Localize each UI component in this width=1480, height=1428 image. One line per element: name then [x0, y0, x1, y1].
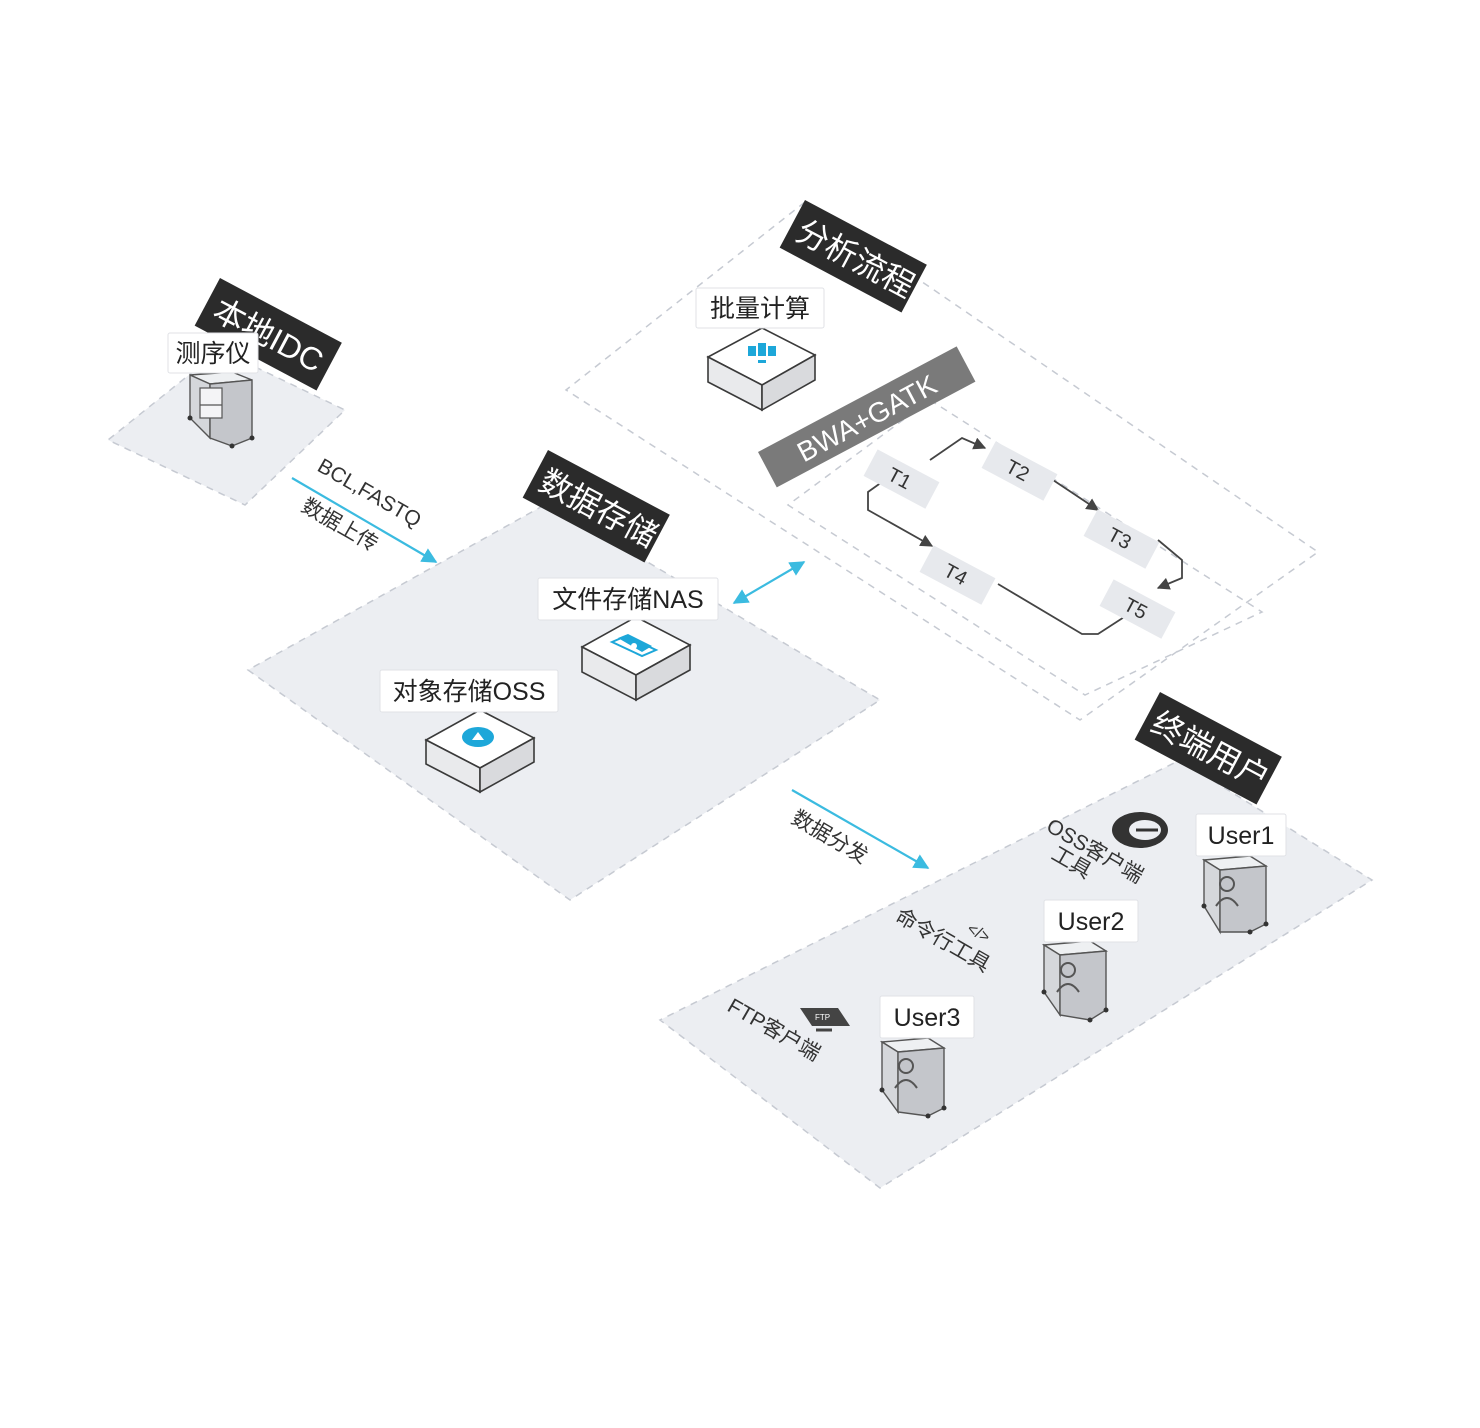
flow-t3-t5	[1156, 539, 1183, 590]
analysis-outline	[564, 201, 1320, 721]
task-t2: T2	[981, 441, 1058, 501]
label-user2: User2	[1043, 899, 1139, 943]
flow-t1-t2	[929, 436, 987, 461]
label-user1: User1	[1195, 813, 1287, 857]
pipeline-name-text: BWA+GATK	[792, 369, 942, 468]
distribute-arrow	[791, 789, 930, 869]
upload-arrow	[291, 477, 438, 563]
pipeline-outline	[786, 399, 1264, 696]
batch-compute-icon	[744, 343, 780, 363]
flow-t1-t4	[867, 481, 934, 547]
oss-client-logo-icon	[1112, 812, 1168, 848]
nas-analysis-arrow	[732, 561, 806, 604]
user-icon	[894, 1058, 918, 1089]
ftp-badge-text: FTP	[815, 1013, 830, 1022]
storage-zone	[246, 502, 882, 901]
task-t5: T5	[1099, 579, 1176, 639]
oss-bucket-icon	[462, 727, 494, 747]
task-t1: T1	[863, 449, 940, 509]
nas-label-text: 文件存储NAS	[552, 586, 703, 614]
storage-platform	[246, 502, 882, 901]
user3-label-text: User3	[894, 1004, 961, 1032]
user-icon	[1215, 876, 1239, 907]
distribute-label: 数据分发	[788, 806, 872, 868]
flow-t4-t5	[997, 583, 1137, 635]
label-batch-compute: 批量计算	[695, 287, 825, 329]
user1-label-text: User1	[1208, 822, 1275, 850]
sequencer-icon	[187, 371, 255, 449]
oss-box	[424, 709, 536, 794]
batch-compute-box	[706, 327, 817, 412]
label-sequencer: 测序仪	[167, 332, 259, 374]
task-t3: T3	[1083, 509, 1160, 569]
end-users-zone	[658, 759, 1374, 1189]
task-t4: T4	[919, 545, 996, 605]
sequencer-label-text: 测序仪	[175, 340, 250, 368]
nas-folder-icon	[609, 634, 659, 658]
user1-device	[1201, 855, 1269, 935]
batch-compute-label-text: 批量计算	[710, 295, 810, 323]
user2-device	[1041, 940, 1109, 1023]
user2-label-text: User2	[1058, 908, 1125, 936]
user3-device	[879, 1037, 947, 1119]
nas-box	[580, 616, 692, 702]
label-nas: 文件存储NAS	[537, 577, 719, 621]
ftp-monitor-icon: FTP	[800, 1008, 850, 1032]
flow-t2-t3	[1049, 477, 1100, 511]
user-icon	[1056, 962, 1080, 993]
end-users-platform	[658, 759, 1374, 1189]
oss-label-text: 对象存储OSS	[393, 678, 546, 706]
label-oss: 对象存储OSS	[379, 669, 559, 713]
pipeline-flows	[867, 436, 1183, 635]
label-user3: User3	[879, 995, 975, 1039]
